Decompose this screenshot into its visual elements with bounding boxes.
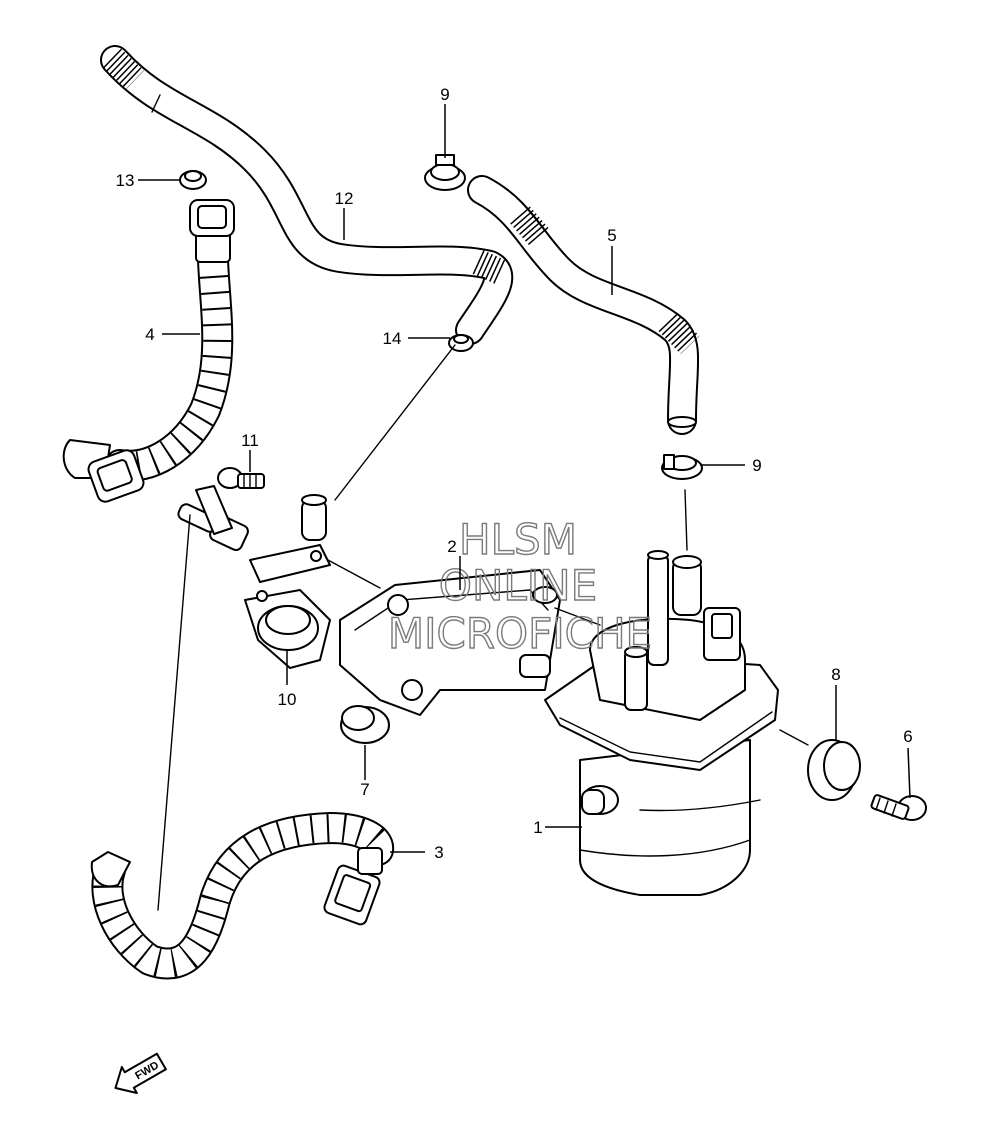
bracket-2 xyxy=(339,569,561,716)
watermark-line-2: ONLINE xyxy=(439,561,597,610)
callout-12: 12 xyxy=(335,189,354,208)
fuel-pump-1 xyxy=(544,550,779,896)
callout-leaders xyxy=(138,104,911,853)
callout-8: 8 xyxy=(831,665,840,684)
watermark: HLSM ONLINE MICROFICHE xyxy=(387,514,653,658)
hose-3 xyxy=(90,812,394,980)
callout-2: 2 xyxy=(447,537,456,556)
grommet-7 xyxy=(340,705,390,744)
callout-6: 6 xyxy=(903,727,912,746)
callout-9-lower: 9 xyxy=(752,456,761,475)
hose-12 xyxy=(100,45,514,345)
watermark-line-3: MICROFICHE xyxy=(388,609,652,658)
callout-9-upper: 9 xyxy=(440,85,449,104)
callouts: 1 2 3 4 5 6 7 8 9 9 10 11 12 13 14 xyxy=(116,85,913,862)
watermark-line-1: HLSM xyxy=(459,515,577,564)
callout-14: 14 xyxy=(383,329,402,348)
bolt-11 xyxy=(217,467,265,489)
callout-13: 13 xyxy=(116,171,135,190)
callout-11: 11 xyxy=(241,431,259,450)
fuel-cock-10 xyxy=(177,485,331,669)
clamp-9-upper xyxy=(424,154,466,191)
clamp-14 xyxy=(448,334,474,352)
callout-3: 3 xyxy=(434,843,443,862)
callout-10: 10 xyxy=(278,690,297,709)
clamp-9-lower xyxy=(661,454,703,480)
hose-4 xyxy=(62,199,235,503)
fwd-arrow: FWD xyxy=(114,1052,167,1094)
bolt-6 xyxy=(870,794,927,821)
callout-4: 4 xyxy=(145,325,154,344)
clamp-13 xyxy=(179,170,207,190)
hose-5 xyxy=(467,175,700,435)
assembly-lines xyxy=(157,344,809,911)
callout-7: 7 xyxy=(360,780,369,799)
callout-5: 5 xyxy=(607,226,616,245)
callout-1: 1 xyxy=(533,818,542,837)
grommet-8 xyxy=(807,739,861,801)
